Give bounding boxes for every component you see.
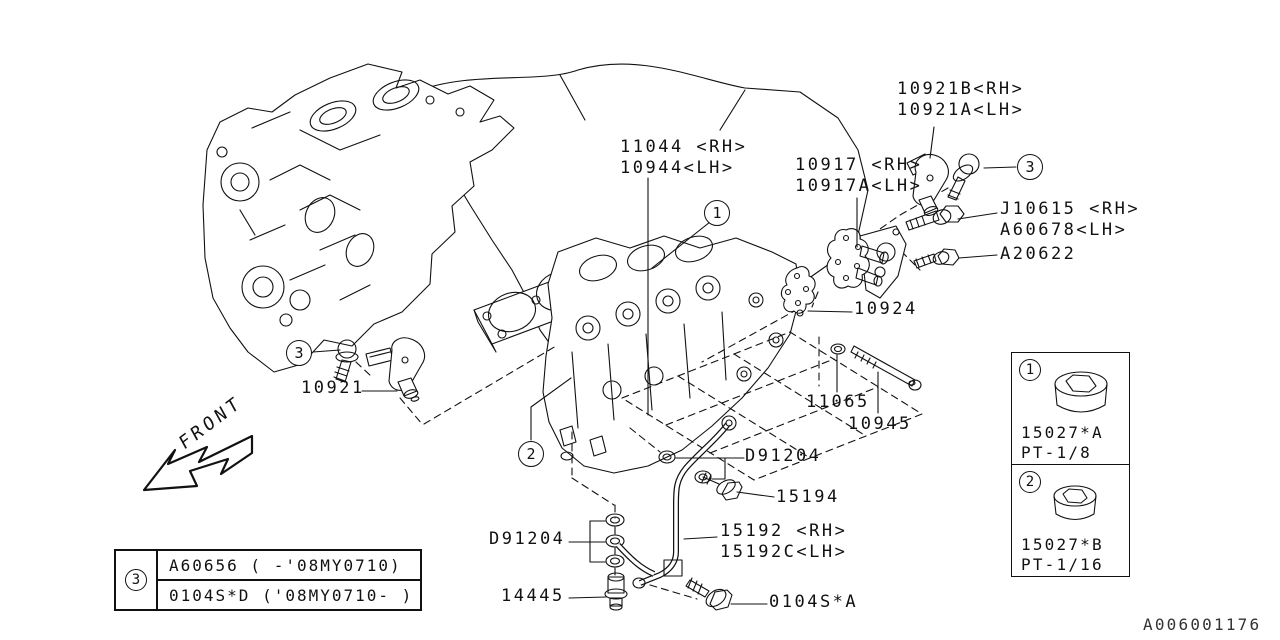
callout-oil-pipe: 15192 <RH>15192C<LH> (720, 521, 847, 563)
cylinder-head-drawing (542, 235, 801, 474)
callout-ocv: 10917 <RH>10917A<LH> (795, 155, 922, 197)
legend-table: 3 A60656 ( -'08MY0710) 0104S*D ('08MY071… (114, 549, 422, 611)
callout-d91204-upper: D91204 (745, 446, 822, 466)
inset-1-thread-size: PT-1/8 (1021, 443, 1092, 462)
callout-10921: 10921 (301, 378, 365, 398)
inset-plug-1: 1 15027*A PT-1/8 (1011, 352, 1130, 465)
inset-2-part-number: 15027*B (1021, 535, 1104, 554)
solenoid-left-drawing (365, 337, 426, 402)
callout-line: A60678<LH> (1000, 220, 1128, 240)
ocv-gasket-drawing (780, 266, 816, 317)
legend-row-1: A60656 ( -'08MY0710) (169, 555, 402, 575)
callout-11065: 11065 (806, 392, 870, 412)
fastener-drawings (333, 153, 980, 611)
legend-rows: A60656 ( -'08MY0710) 0104S*D ('08MY0710-… (158, 551, 420, 609)
callout-d91204-lower: D91204 (489, 529, 566, 549)
inset-plug-2: 2 15027*B PT-1/16 (1011, 464, 1130, 577)
callout-line: 10917A<LH> (795, 176, 923, 196)
engine-block-drawing (202, 63, 515, 373)
callout-10945: 10945 (848, 414, 912, 434)
callout-head-gasket: 11044 <RH>10944<LH> (620, 137, 747, 179)
ocv-assembly-drawing (826, 225, 907, 299)
callout-15194: 15194 (776, 487, 840, 507)
callout-10924: 10924 (854, 299, 918, 319)
ref-circle-3-right: 3 (1017, 154, 1043, 180)
legend-ref-cell: 3 (116, 551, 158, 609)
callout-solenoid-top: 10921B<RH>10921A<LH> (897, 79, 1024, 121)
ref-circle-1: 1 (704, 200, 730, 226)
callout-line: 15192C<LH> (720, 542, 848, 562)
ref-circle-3-left: 3 (286, 340, 312, 366)
callout-line: 10917 <RH> (795, 155, 923, 175)
inset-2-ref-circle: 2 (1019, 471, 1041, 493)
callout-14445: 14445 (501, 586, 565, 606)
ref-circle-2: 2 (518, 441, 544, 467)
oil-pipe-drawing (615, 415, 737, 589)
inset-2-thread-size: PT-1/16 (1021, 555, 1104, 574)
inset-1-part-number: 15027*A (1021, 423, 1104, 442)
callout-ocv-bolt: J10615 <RH>A60678<LH> (1000, 199, 1140, 241)
callout-line: J10615 <RH> (1000, 199, 1141, 219)
plug-2-drawing (1053, 485, 1097, 521)
callout-line: 10921B<RH> (897, 79, 1025, 99)
inset-1-ref-circle: 1 (1019, 359, 1041, 381)
callout-line: 10921A<LH> (897, 100, 1025, 120)
front-arrow (142, 434, 254, 492)
callout-line: 15192 <RH> (720, 521, 848, 541)
plug-1-drawing (1054, 371, 1108, 413)
leader-lines (312, 126, 1017, 605)
legend-ref-circle: 3 (125, 569, 147, 591)
callout-0104s-a: 0104S*A (769, 592, 859, 612)
diagram-code: A006001176 (1143, 615, 1262, 634)
callout-line: 11044 <RH> (620, 137, 748, 157)
callout-a20622: A20622 (1000, 244, 1077, 264)
legend-row-2: 0104S*D ('08MY0710- ) (158, 579, 420, 609)
solenoid-top-drawing (906, 153, 949, 217)
callout-line: 10944<LH> (620, 158, 735, 178)
